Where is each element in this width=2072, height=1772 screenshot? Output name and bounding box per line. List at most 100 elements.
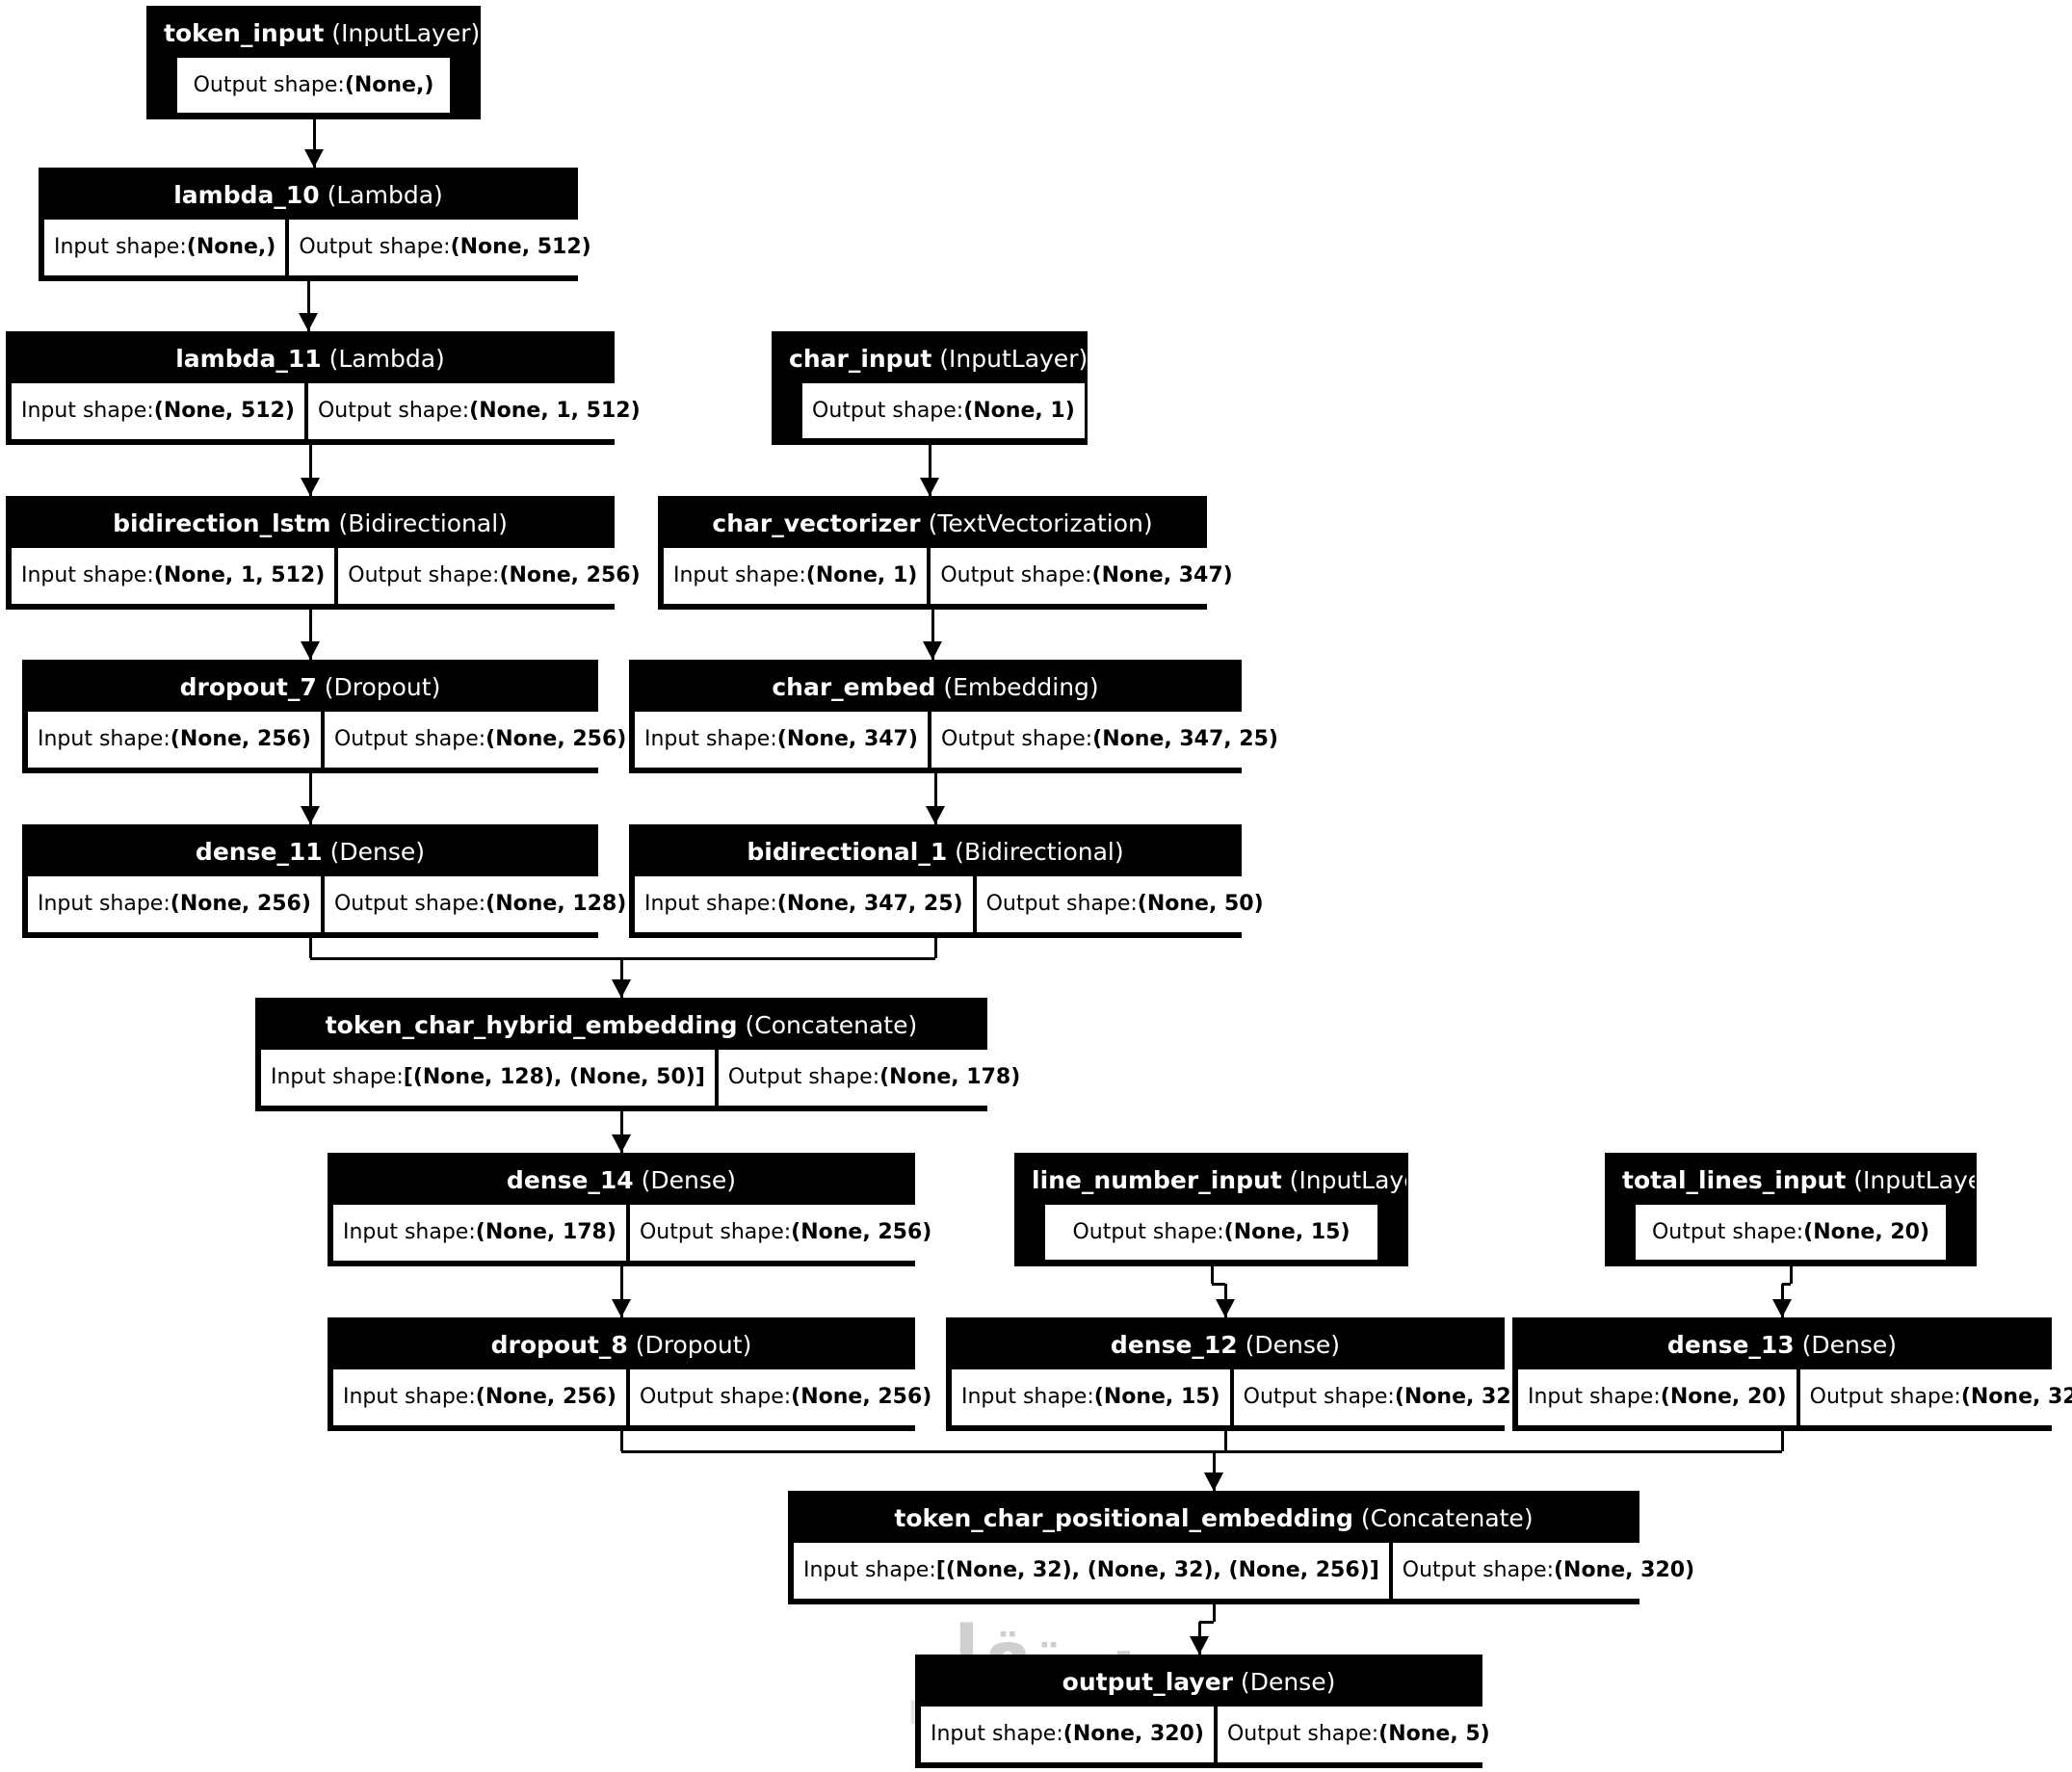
layer-shapes-row: Output shape: (None, 1) xyxy=(802,383,1085,438)
layer-node-dense_11[interactable]: dense_11 (Dense)Input shape: (None, 256)… xyxy=(22,824,637,938)
input-shape-value: (None, 20) xyxy=(1660,1385,1787,1409)
edge-char_embed-to-bidirectional_1 xyxy=(934,773,937,824)
output-shape-label: Output shape: xyxy=(1243,1385,1395,1409)
layer-node-title: token_char_hybrid_embedding (Concatenate… xyxy=(325,1011,918,1039)
layer-output-shape: Output shape: (None, 256) xyxy=(338,548,650,604)
layer-node-title: char_input (InputLayer) xyxy=(789,345,1086,373)
edge-lambda_11-to-bidirection_lstm-arrowhead xyxy=(301,478,320,496)
layer-node-lambda_11[interactable]: lambda_11 (Lambda)Input shape: (None, 51… xyxy=(6,331,650,445)
layer-node-char_embed[interactable]: char_embed (Embedding) Input shape: (None… xyxy=(629,660,1288,773)
layer-node-char_input[interactable]: char_input (InputLayer) Output shape: (No… xyxy=(772,331,1088,445)
layer-node-output_layer[interactable]: output_layer (Dense) Input shape: (None, … xyxy=(915,1655,1500,1768)
layer-input-shape: Input shape: (None, 256) xyxy=(333,1369,626,1425)
output-shape-label: Output shape: xyxy=(940,727,1093,751)
layer-node-token_char_positional_embedding[interactable]: token_char_positional_embedding (Concate… xyxy=(788,1491,1705,1604)
output-shape-value: (None, 15) xyxy=(1223,1219,1351,1244)
edge-total_lines_input-to-dense_13-seg1 xyxy=(1790,1266,1793,1285)
input-shape-label: Input shape: xyxy=(644,727,777,751)
layer-input-shape: Input shape: (None, 347, 25) xyxy=(635,876,973,932)
layer-node-title: output_layer (Dense) xyxy=(1062,1668,1336,1696)
layer-node-line_number_input[interactable]: line_number_input (InputLayer)Output sha… xyxy=(1014,1153,1408,1266)
input-shape-label: Input shape: xyxy=(673,563,806,587)
layer-output-shape: Output shape: (None, 320) xyxy=(1392,1543,1705,1599)
layer-output-shape: Output shape: (None, 32) xyxy=(1799,1369,2072,1425)
layer-node-title: dense_14 (Dense) xyxy=(506,1166,737,1194)
layer-node-title: char_embed (Embedding) xyxy=(772,673,1099,701)
layer-name: dense_12 xyxy=(1110,1331,1238,1359)
edge-bidirection_lstm-to-dropout_7-arrowhead xyxy=(301,641,320,660)
layer-input-shape: Input shape: (None, 1) xyxy=(664,548,928,604)
edge-dropout_7-to-dense_11 xyxy=(309,773,312,824)
output-shape-label: Output shape: xyxy=(1651,1219,1804,1244)
input-shape-label: Input shape: xyxy=(271,1065,404,1089)
layer-name: token_char_hybrid_embedding xyxy=(325,1011,738,1039)
layer-output-shape: Output shape: (None, 15) xyxy=(1045,1205,1377,1260)
edge-dropout_8-to-token_char_positional_embedding-seg2 xyxy=(621,1450,1214,1454)
output-shape-label: Output shape: xyxy=(727,1065,880,1089)
layer-name: char_input xyxy=(789,345,932,373)
edge-dense_12-to-token_char_positional_embedding-seg1 xyxy=(1224,1431,1227,1452)
output-shape-label: Output shape: xyxy=(812,398,964,423)
input-shape-label: Input shape: xyxy=(38,892,170,916)
output-shape-label: Output shape: xyxy=(985,892,1138,916)
output-shape-value: (None, 1, 512) xyxy=(469,399,641,423)
edge-line_number_input-to-dense_12-arrowhead xyxy=(1216,1299,1235,1317)
input-shape-value: (None, 1) xyxy=(805,563,918,587)
layer-output-shape: Output shape: (None, 1, 512) xyxy=(307,383,650,439)
output-shape-label: Output shape: xyxy=(1226,1722,1379,1746)
edge-token_char_positional_embedding-to-output_layer-seg1 xyxy=(1213,1604,1216,1622)
output-shape-label: Output shape: xyxy=(333,892,486,916)
layer-shapes-row: Input shape: (None, 256)Output shape: (N… xyxy=(28,712,637,768)
layer-node-total_lines_input[interactable]: total_lines_input (InputLayer)Output sha… xyxy=(1605,1153,1977,1266)
layer-node-char_vectorizer[interactable]: char_vectorizer (TextVectorization) Input… xyxy=(658,496,1243,610)
edge-token_input-to-lambda_10 xyxy=(312,119,316,168)
layer-node-title: lambda_10 (Lambda) xyxy=(173,181,443,209)
layer-input-shape: Input shape: (None, 320) xyxy=(921,1707,1214,1762)
layer-name: token_char_positional_embedding xyxy=(894,1504,1353,1532)
layer-shapes-row: Input shape: (None, 20) Output shape: (No… xyxy=(1518,1369,2072,1425)
layer-name: dense_14 xyxy=(506,1166,634,1194)
layer-type: Dense xyxy=(1249,1668,1326,1696)
input-shape-label: Input shape: xyxy=(961,1385,1094,1409)
output-shape-value: (None, 256) xyxy=(485,727,627,751)
output-shape-label: Output shape: xyxy=(333,727,486,751)
layer-node-dropout_8[interactable]: dropout_8 (Dropout)Input shape: (None, 2… xyxy=(328,1317,942,1431)
layer-output-shape: Output shape: (None, 32) xyxy=(1233,1369,1531,1425)
edge-char_vectorizer-to-char_embed xyxy=(931,610,934,660)
edge-line_number_input-to-dense_12-seg2 xyxy=(1211,1283,1225,1287)
layer-node-dense_14[interactable]: dense_14 (Dense)Input shape: (None, 178)… xyxy=(328,1153,942,1266)
layer-node-bidirection_lstm[interactable]: bidirection_lstm (Bidirectional)Input sh… xyxy=(6,496,650,610)
layer-input-shape: Input shape: (None, 15) xyxy=(952,1369,1230,1425)
layer-shapes-row: Output shape: (None,) xyxy=(177,58,450,113)
edge-dense_13-to-token_char_positional_embedding-seg2 xyxy=(1214,1450,1782,1454)
layer-type: Dropout xyxy=(333,673,432,701)
layer-node-token_input[interactable]: token_input (InputLayer)Output shape: (N… xyxy=(146,6,481,119)
layer-node-title: char_vectorizer (TextVectorization) xyxy=(712,509,1153,537)
layer-output-shape: Output shape: (None, 512) xyxy=(289,220,601,275)
layer-name: line_number_input xyxy=(1032,1166,1282,1194)
input-shape-label: Input shape: xyxy=(1528,1385,1661,1409)
output-shape-value: (None, 128) xyxy=(485,892,627,916)
layer-node-bidirectional_1[interactable]: bidirectional_1 (Bidirectional)Input sha… xyxy=(629,824,1273,938)
layer-node-dropout_7[interactable]: dropout_7 (Dropout)Input shape: (None, 2… xyxy=(22,660,637,773)
input-shape-value: (None, 15) xyxy=(1093,1385,1220,1409)
layer-output-shape: Output shape: (None,) xyxy=(177,58,450,113)
layer-shapes-row: Input shape: (None, 347)Output shape: (N… xyxy=(635,712,1288,768)
layer-type: Bidirectional xyxy=(963,838,1115,866)
layer-shapes-row: Input shape: (None, 512)Output shape: (N… xyxy=(12,383,650,439)
layer-node-dense_13[interactable]: dense_13 (Dense)Input shape: (None, 20)O… xyxy=(1512,1317,2072,1431)
layer-node-dense_12[interactable]: dense_12 (Dense)Input shape: (None, 15)O… xyxy=(946,1317,1531,1431)
layer-node-lambda_10[interactable]: lambda_10 (Lambda)Input shape: (None,)Ou… xyxy=(39,168,601,281)
layer-shapes-row: Input shape: (None, 1, 512)Output shape:… xyxy=(12,548,650,604)
layer-type: Dense xyxy=(1811,1331,1888,1359)
input-shape-value: (None, 347, 25) xyxy=(776,892,963,916)
input-shape-label: Input shape: xyxy=(21,399,154,423)
input-shape-value: (None, 1, 512) xyxy=(153,563,326,587)
layer-output-shape: Output shape: (None, 128) xyxy=(324,876,637,932)
input-shape-label: Input shape: xyxy=(803,1558,936,1582)
layer-node-token_char_hybrid_embedding[interactable]: token_char_hybrid_embedding (Concatenate… xyxy=(255,998,1031,1111)
input-shape-value: (None, 178) xyxy=(475,1220,616,1244)
input-shape-value: (None,) xyxy=(186,235,276,259)
layer-output-shape: Output shape: (None, 178) xyxy=(718,1050,1031,1106)
input-shape-label: Input shape: xyxy=(644,892,777,916)
